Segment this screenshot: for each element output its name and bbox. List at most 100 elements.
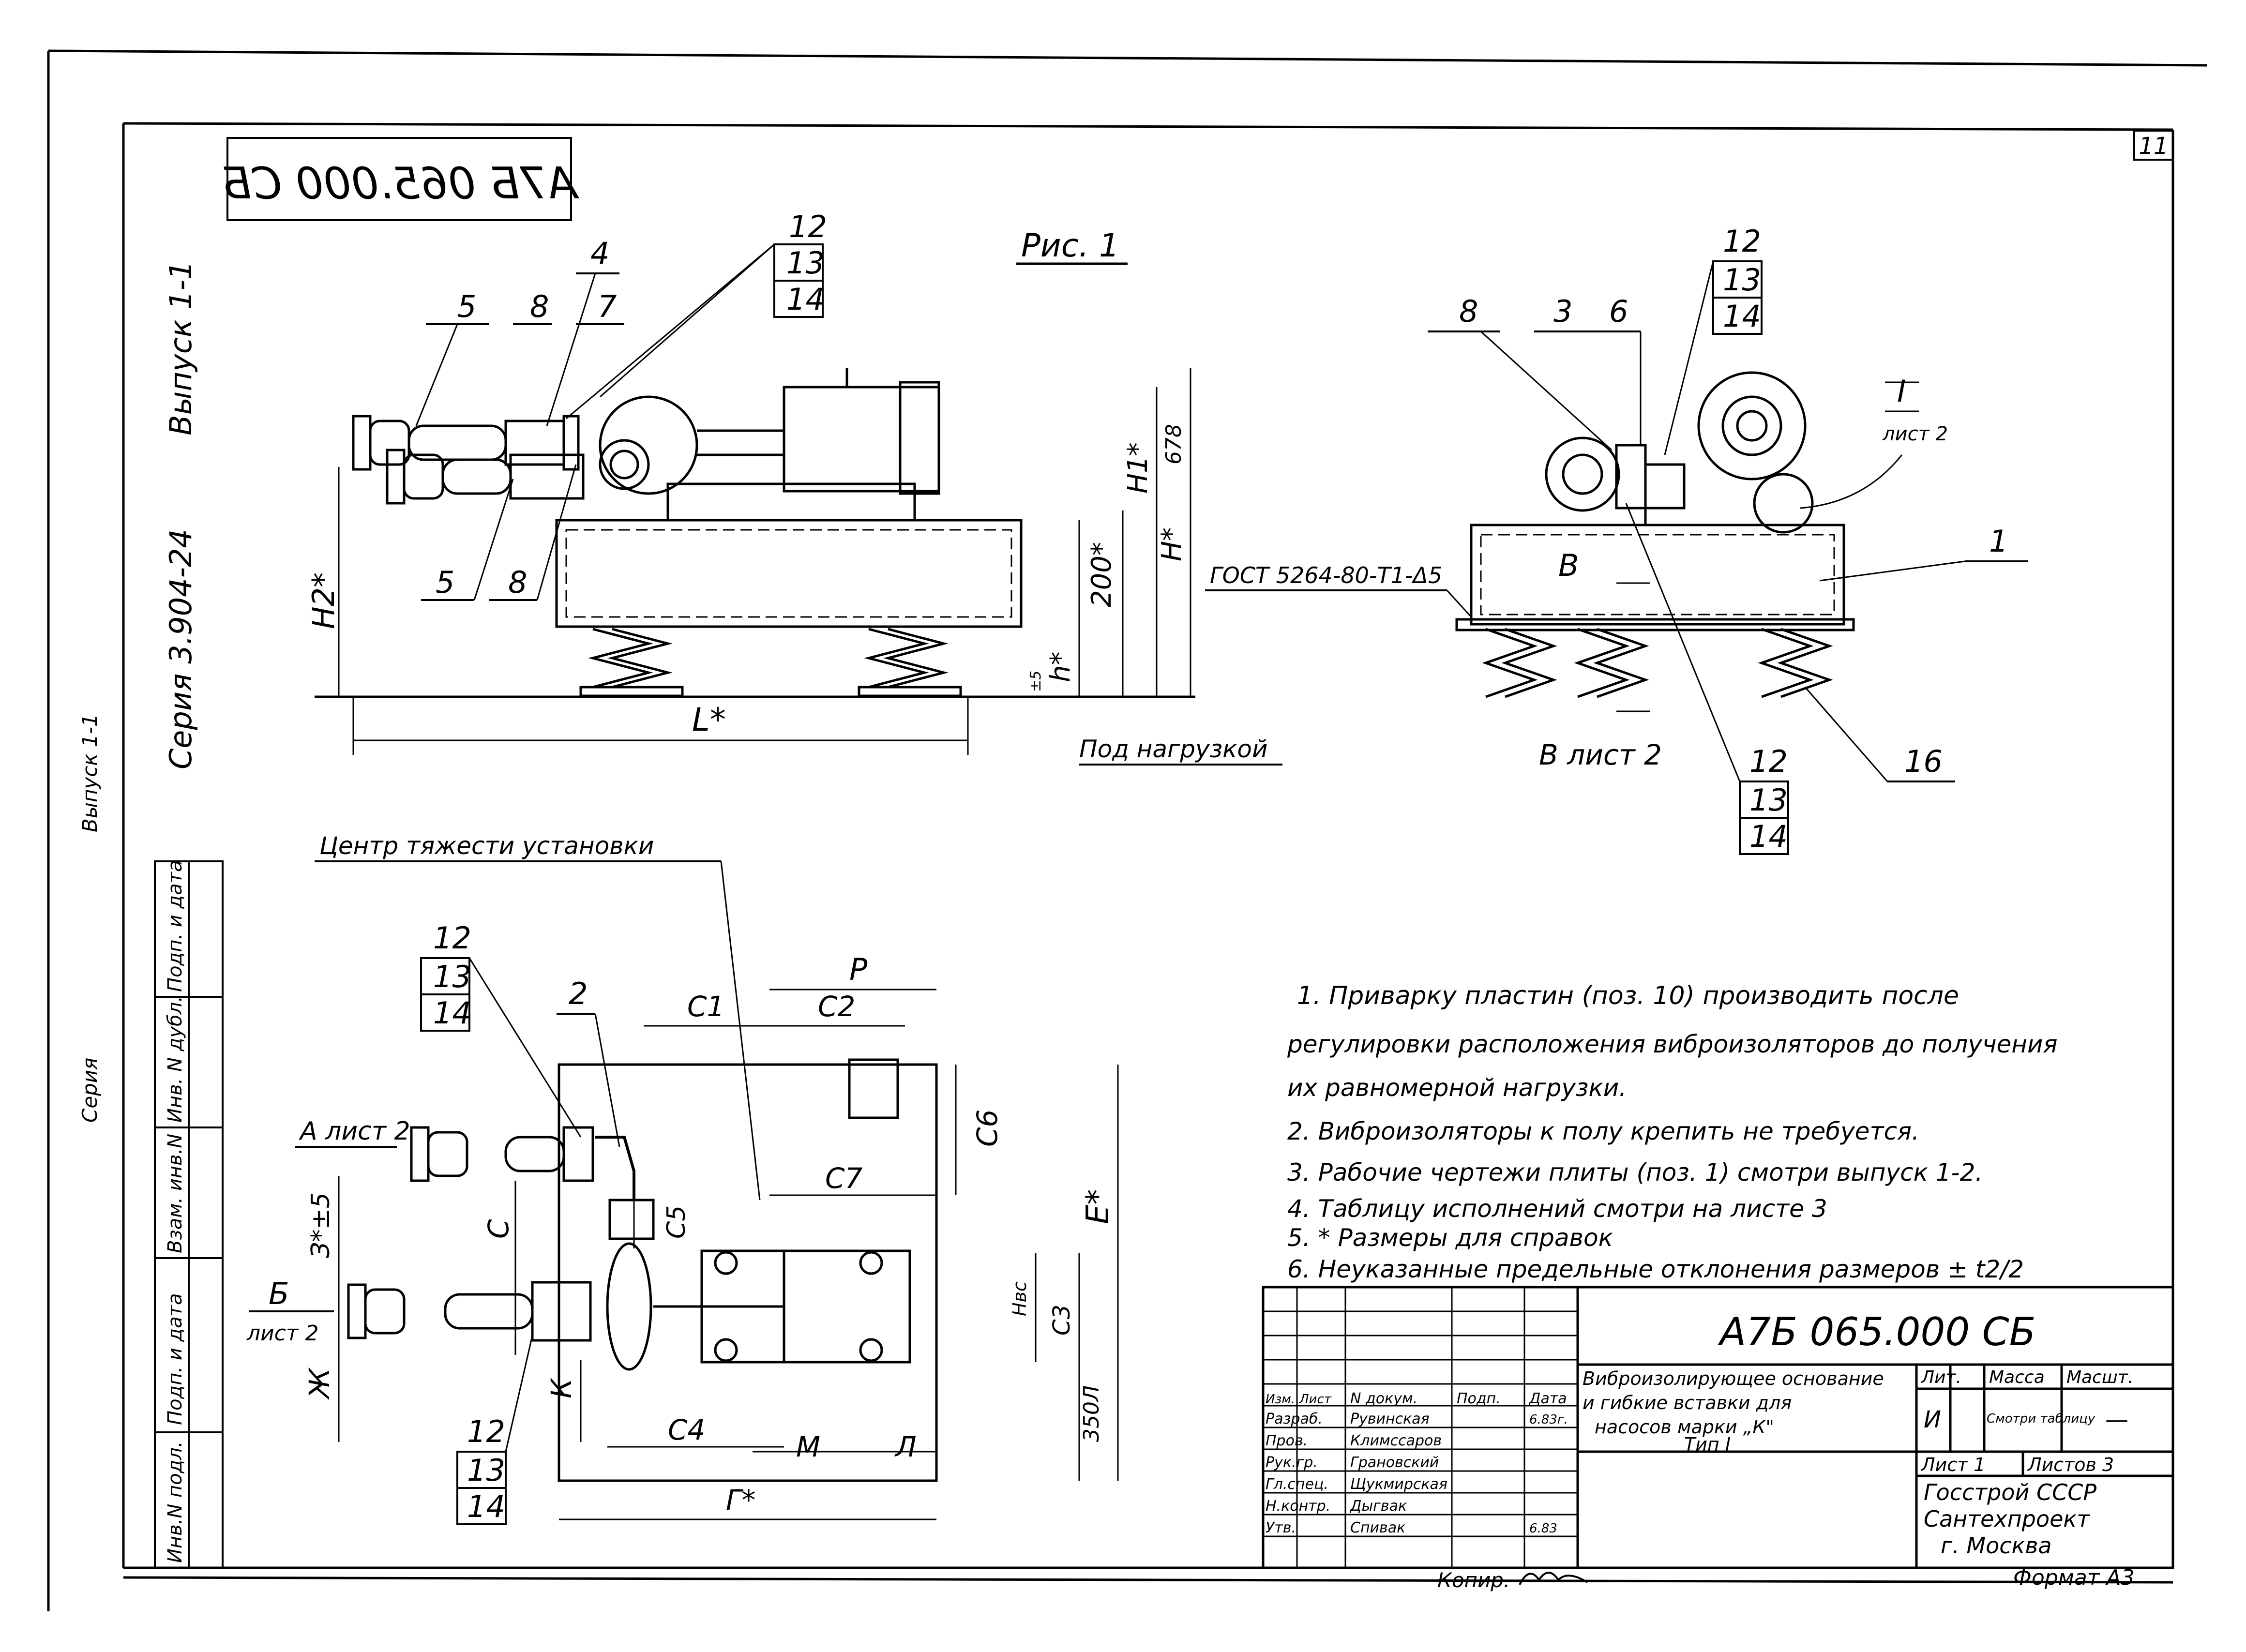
tb-name-4: Тип I	[1684, 1434, 1731, 1455]
dim-h-tol: ±5	[1027, 671, 1044, 692]
stamp-sign-date-2: Подп. и дата	[164, 860, 186, 992]
figure-title: Рис. 1	[1021, 227, 1119, 264]
issue-label: Выпуск 1-1	[163, 261, 198, 436]
format-label: Формат А3	[2013, 1565, 2135, 1590]
tb-sheet: Лист 1	[1920, 1454, 1986, 1475]
se-label-14-bottom: 14	[1749, 819, 1788, 854]
dim-200: 200*	[1086, 542, 1117, 607]
tb-org-2: Сантехпроект	[1924, 1506, 2090, 1532]
doc-code-mirrored: А7Б 065.000 СБ	[222, 158, 580, 209]
doc-code-mirrored-box: А7Б 065.000 СБ	[222, 137, 580, 221]
tb-lit-header: Лит.	[1920, 1367, 1961, 1387]
note-line-7: 5. * Размеры для справок	[1287, 1224, 1613, 1252]
fe-label-14: 14	[786, 282, 825, 317]
tb-org-1: Госстрой СССР	[1924, 1479, 2096, 1505]
copier-label: Копир.	[1437, 1568, 1510, 1592]
tb-mass-value: Смотри таблицу	[1987, 1412, 2095, 1426]
dim-C5: С5	[662, 1205, 691, 1239]
dim-C: С	[482, 1219, 515, 1239]
tb-sheets: Листов 3	[2027, 1454, 2114, 1475]
cg-label: Центр тяжести установки	[319, 832, 654, 860]
fe-label-5-bottom: 5	[436, 565, 454, 600]
stamp-inv-dup: Инв. N дубл.	[164, 996, 186, 1123]
note-line-4: 2. Виброизоляторы к полу крепить не треб…	[1287, 1117, 1919, 1145]
fe-label-13: 13	[786, 245, 825, 281]
dim-Z: З*±5	[306, 1192, 335, 1258]
pv-ref-B-sheet: лист 2	[246, 1321, 319, 1346]
dim-L: L*	[692, 701, 726, 738]
side-spring-1	[1482, 628, 1538, 698]
se-label-14-top: 14	[1723, 299, 1761, 334]
tb-h-sign: Подп.	[1457, 1390, 1501, 1407]
dim-350: 350Л	[1079, 1385, 1104, 1442]
tb-org-3: г. Москва	[1941, 1532, 2052, 1559]
dim-H2: Н2*	[306, 572, 341, 629]
se-label-3: 3	[1553, 294, 1572, 329]
dim-H1: Н1*	[1122, 442, 1154, 494]
se-section-B-ref: В лист 2	[1539, 738, 1662, 771]
pv-label-2: 2	[569, 976, 588, 1011]
side-issue-label: Выпуск 1-1	[78, 714, 102, 832]
se-label-13-bottom: 13	[1749, 782, 1788, 818]
dim-678: 678	[1161, 424, 1186, 465]
outer-frame	[47, 49, 2207, 1611]
left-stamp: Инв.N подл. Подп. и дата Взам. инв.N Инв…	[154, 860, 224, 1569]
motor	[783, 386, 940, 493]
se-section-B: В	[1558, 548, 1579, 583]
se-label-13-top: 13	[1723, 262, 1761, 298]
series-label: Серия 3.904-24	[163, 529, 198, 769]
fe-label-4: 4	[590, 236, 609, 271]
copier-signature-icon	[1519, 1572, 1588, 1585]
note-line-6: 4. Таблицу исполнений смотри на листе 3	[1287, 1195, 1827, 1223]
dim-E: Е*	[1080, 1189, 1116, 1224]
pv-label-13-top: 13	[433, 959, 471, 994]
title-block	[1262, 1286, 2174, 1569]
side-spring-2	[1574, 628, 1630, 698]
side-elevation-view	[1455, 371, 1855, 712]
note-line-5: 3. Рабочие чертежи плиты (поз. 1) смотри…	[1287, 1158, 1983, 1186]
fe-label-12: 12	[789, 209, 827, 244]
fe-label-8-bottom: 8	[508, 565, 527, 600]
flange-upper	[352, 415, 372, 471]
dim-L-plan: Л	[894, 1430, 917, 1463]
dim-C7: С7	[825, 1162, 862, 1195]
se-section-I: I	[1897, 374, 1906, 409]
note-line-3: их равномерной нагрузки.	[1287, 1074, 1627, 1102]
plan-pump	[606, 1242, 652, 1371]
pv-label-12-bottom: 12	[467, 1414, 505, 1449]
dim-C1: С1	[687, 990, 724, 1023]
stamp-sign-date-1: Подп. и дата	[164, 1293, 186, 1425]
note-line-1: 1. Приварку пластин (поз. 10) производит…	[1297, 981, 1959, 1010]
dim-C3: С3	[1048, 1305, 1075, 1336]
notes: 1. Приварку пластин (поз. 10) производит…	[1287, 981, 2058, 1283]
plan-view	[338, 989, 1119, 1520]
pv-label-13-bottom: 13	[467, 1453, 505, 1488]
front-elevation-labels: 5 8 4 7 5 8 12 13 14 Н2* 200* Н1* Н* 678…	[306, 209, 1282, 766]
fe-label-8-top: 8	[530, 289, 549, 324]
dim-P: Р	[849, 952, 868, 987]
pv-ref-B: Б	[269, 1276, 289, 1311]
tb-h-list: Лист	[1299, 1392, 1332, 1407]
se-label-1: 1	[1989, 524, 2008, 559]
side-base-plate	[1470, 524, 1845, 626]
title-block-text: А7Б 065.000 СБ Виброизолирующее основани…	[1266, 1309, 2133, 1559]
pv-ref-A: А лист 2	[299, 1117, 410, 1146]
figure-title-group: Рис. 1	[1016, 227, 1128, 265]
tb-date-1: 6.83г.	[1529, 1412, 1568, 1427]
side-spring-3	[1758, 628, 1814, 698]
plan-flange-B	[347, 1283, 367, 1339]
tb-mass-header: Масса	[1989, 1367, 2045, 1387]
side-series-label: Серия	[78, 1058, 102, 1123]
tb-scale-header: Масшт.	[2066, 1367, 2133, 1387]
tb-name-person-6: Спивак	[1350, 1519, 1405, 1536]
se-label-12-bottom: 12	[1749, 744, 1788, 779]
front-elevation-view	[315, 368, 1195, 755]
sheet-number-box: 11	[2133, 130, 2174, 161]
tb-scale-value: —	[2105, 1406, 2128, 1433]
plan-motor	[783, 1249, 911, 1364]
dim-C4: С4	[668, 1413, 705, 1446]
fe-label-7: 7	[598, 289, 617, 324]
pump-volute	[599, 395, 698, 495]
tb-h-date: Дата	[1528, 1390, 1567, 1407]
tb-role-5: Н.контр.	[1266, 1498, 1330, 1515]
